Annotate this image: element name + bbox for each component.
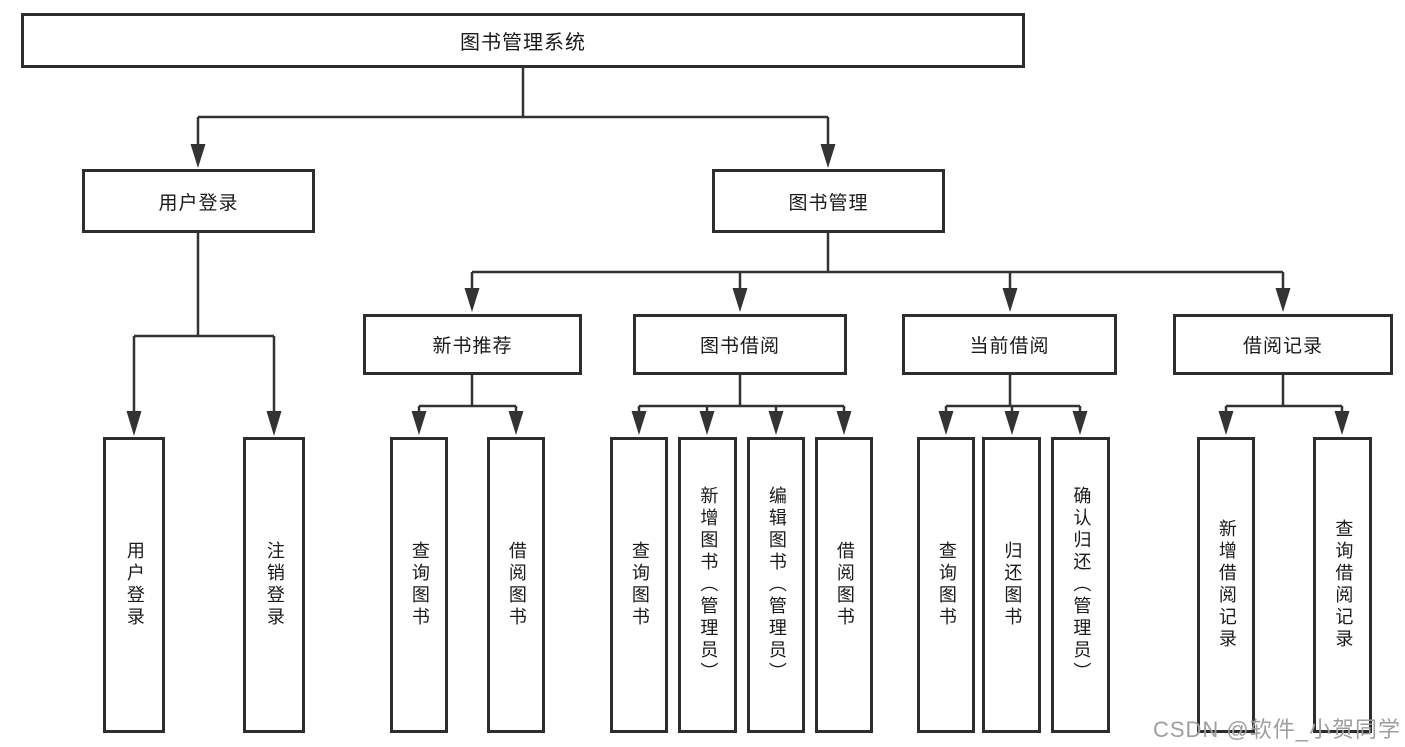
leaf-edit-book-admin: 编辑图书（管理员）: [747, 437, 805, 733]
arrowheads: [126, 144, 1350, 436]
node-library-management-system-label: 图书管理系统: [460, 32, 586, 54]
node-user-login-label: 用户登录: [158, 192, 239, 214]
leaf-user-login-label: 用户登录: [124, 541, 145, 629]
leaf-confirm-return-admin: 确认归还（管理员）: [1051, 437, 1110, 733]
connector-current-split: [944, 375, 1082, 412]
connector-book-mgmt-split: [470, 233, 1285, 290]
node-book-borrowing-label: 图书借阅: [699, 336, 780, 357]
leaf-add-book-admin-label: 新增图书（管理员）: [698, 486, 719, 684]
node-library-management-system: 图书管理系统: [21, 13, 1025, 68]
connector-user-login-split: [132, 233, 276, 413]
leaf-query-borrow-record: 查询借阅记录: [1313, 437, 1372, 733]
leaf-return-book-label: 归还图书: [1002, 541, 1023, 629]
node-borrowing-records-label: 借阅记录: [1242, 336, 1323, 357]
leaf-query-books-recommend-label: 查询图书: [409, 541, 430, 629]
connector-recommend-split: [417, 375, 518, 412]
leaf-confirm-return-admin-label: 确认归还（管理员）: [1071, 486, 1092, 684]
connector-root-split: [196, 68, 830, 146]
leaf-user-login: 用户登录: [103, 437, 165, 733]
leaf-borrow-books-label: 借阅图书: [834, 541, 855, 629]
leaf-add-borrow-record: 新增借阅记录: [1197, 437, 1255, 733]
leaf-query-books-recommend: 查询图书: [390, 437, 448, 733]
leaf-add-book-admin: 新增图书（管理员）: [678, 437, 737, 733]
leaf-edit-book-admin-label: 编辑图书（管理员）: [766, 486, 787, 684]
node-user-login: 用户登录: [82, 169, 315, 233]
leaf-logout-label: 注销登录: [264, 541, 285, 629]
leaf-query-books-borrowing: 查询图书: [610, 437, 668, 733]
node-current-borrowing-label: 当前借阅: [969, 336, 1050, 357]
node-borrowing-records: 借阅记录: [1173, 314, 1393, 375]
node-new-book-recommendation-label: 新书推荐: [432, 336, 513, 357]
connector-records-split: [1224, 375, 1344, 412]
leaf-return-book: 归还图书: [982, 437, 1041, 733]
csdn-watermark: CSDN @软件_小贺同学: [1152, 717, 1401, 742]
leaf-borrow-books: 借阅图书: [815, 437, 873, 733]
node-book-borrowing: 图书借阅: [633, 314, 847, 375]
leaf-logout: 注销登录: [243, 437, 305, 733]
leaf-borrow-books-recommend-label: 借阅图书: [506, 541, 527, 629]
connector-borrowing-split: [637, 375, 846, 412]
leaf-query-books-borrowing-label: 查询图书: [629, 541, 650, 629]
node-book-management: 图书管理: [712, 169, 945, 233]
leaf-borrow-books-recommend: 借阅图书: [487, 437, 545, 733]
node-current-borrowing: 当前借阅: [902, 314, 1117, 375]
leaf-query-borrow-record-label: 查询借阅记录: [1333, 519, 1354, 651]
leaf-add-borrow-record-label: 新增借阅记录: [1216, 519, 1237, 651]
leaf-query-books-current-label: 查询图书: [936, 541, 957, 629]
node-new-book-recommendation: 新书推荐: [363, 314, 582, 375]
node-book-management-label: 图书管理: [788, 192, 869, 214]
leaf-query-books-current: 查询图书: [917, 437, 975, 733]
